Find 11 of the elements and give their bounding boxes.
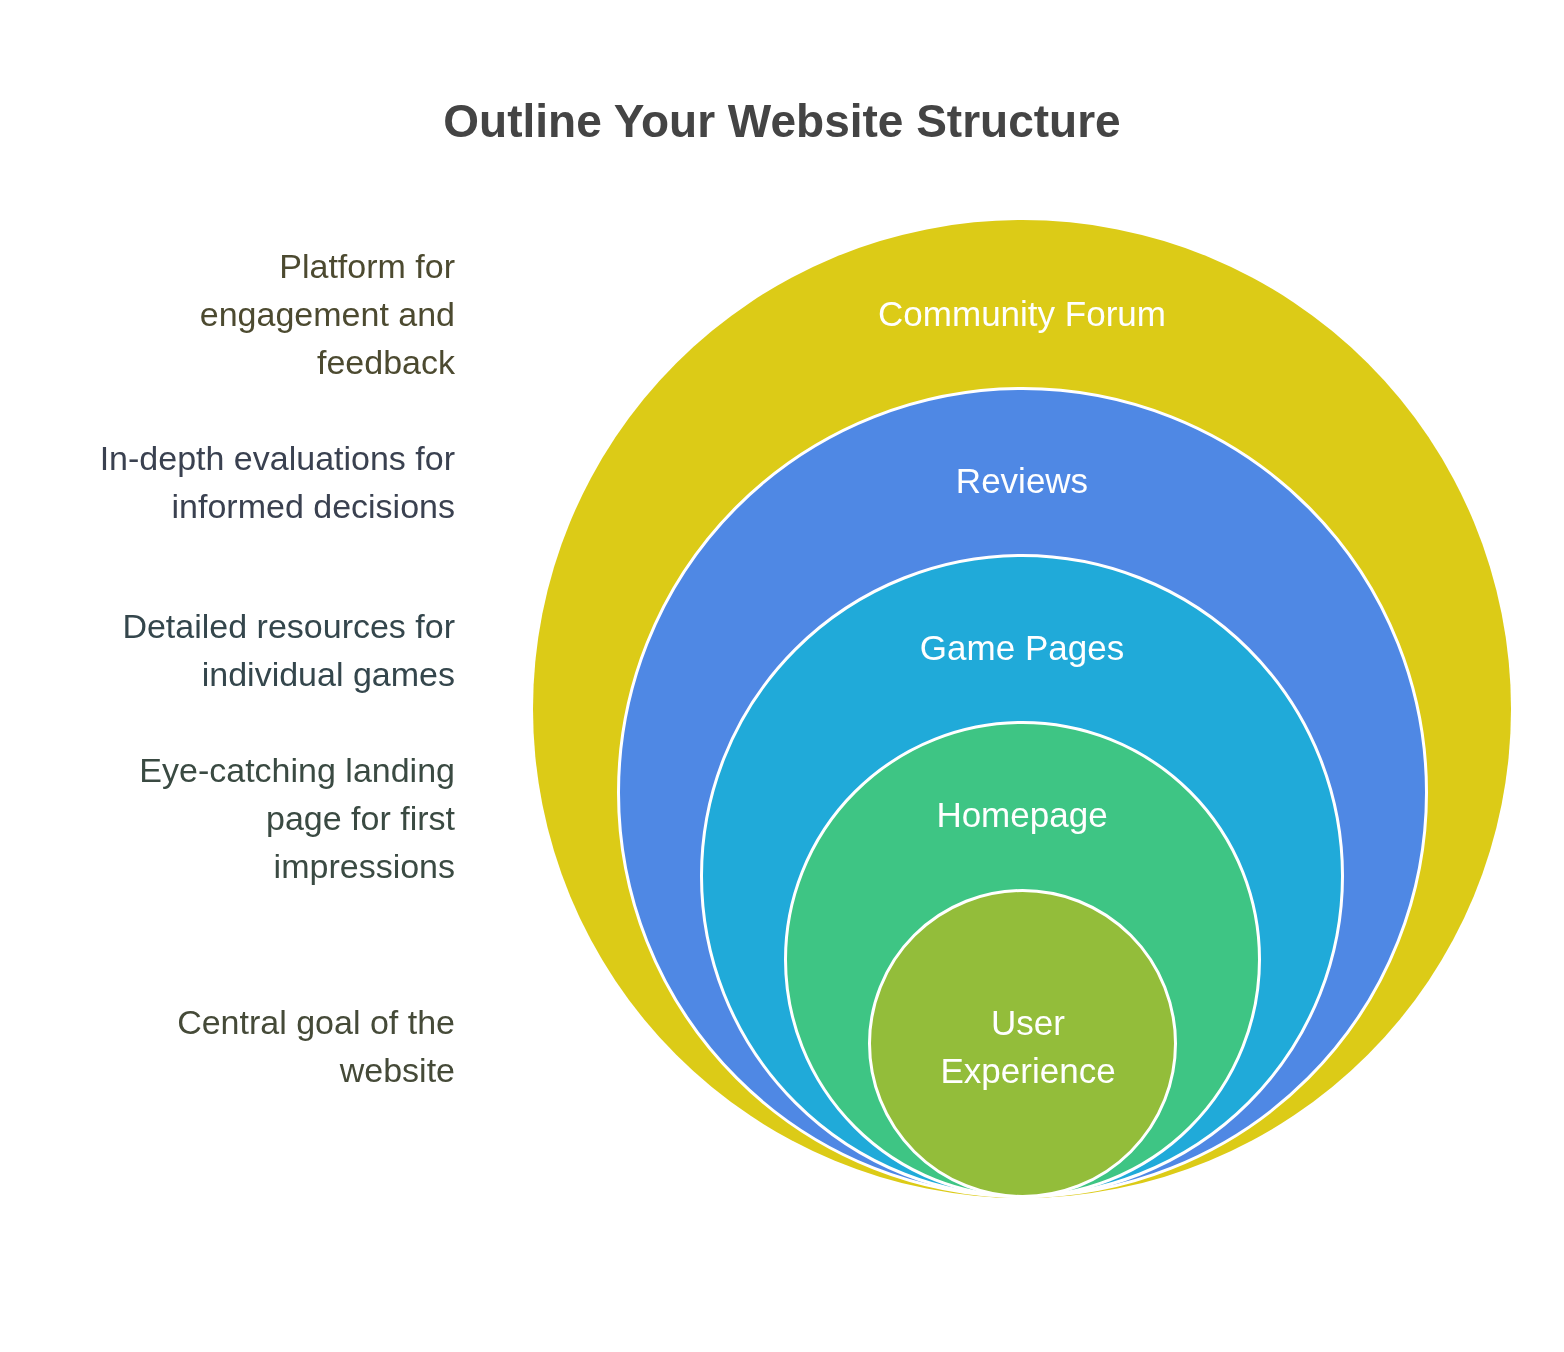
description-text: In-depth evaluations for informed decisions (98, 438, 455, 527)
circle-label: Homepage (936, 794, 1108, 836)
circle-label: Reviews (955, 460, 1089, 502)
circle-label: Community Forum (878, 293, 1166, 335)
description-text: Central goal of the website (176, 1002, 455, 1091)
circle-label: Game Pages (919, 627, 1125, 669)
description-text: Eye-catching landing page for first impressions (138, 750, 455, 887)
description-text: Platform for engagement and feedback (198, 246, 455, 383)
description-text: Detailed resources for individual games (121, 606, 455, 695)
diagram-title: Outline Your Website Structure (442, 94, 1122, 148)
circle-label: User Experience (940, 1002, 1116, 1092)
